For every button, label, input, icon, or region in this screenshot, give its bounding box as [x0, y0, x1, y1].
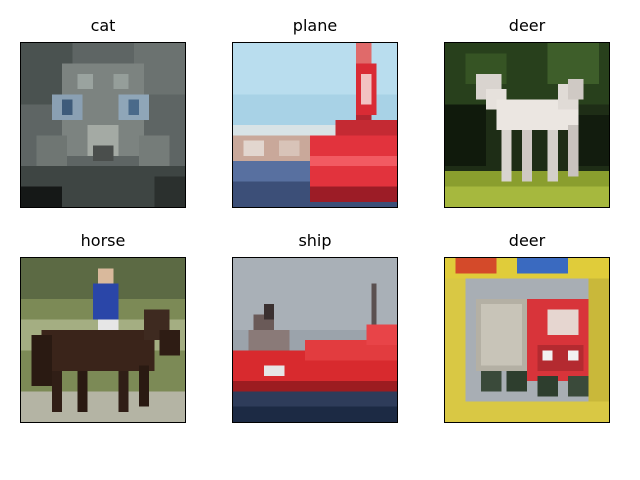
- panel-title: plane: [292, 16, 338, 35]
- truck-image: [444, 257, 610, 423]
- panel-title: ship: [298, 231, 332, 250]
- ship-image: [232, 257, 398, 423]
- panel-title: cat: [90, 16, 116, 35]
- deer-image: [444, 42, 610, 208]
- horse-image: [20, 257, 186, 423]
- panel-title: horse: [80, 231, 126, 250]
- cat-image: [20, 42, 186, 208]
- panel-title: deer: [508, 16, 546, 35]
- plane-image: [232, 42, 398, 208]
- panel-title: deer: [508, 231, 546, 250]
